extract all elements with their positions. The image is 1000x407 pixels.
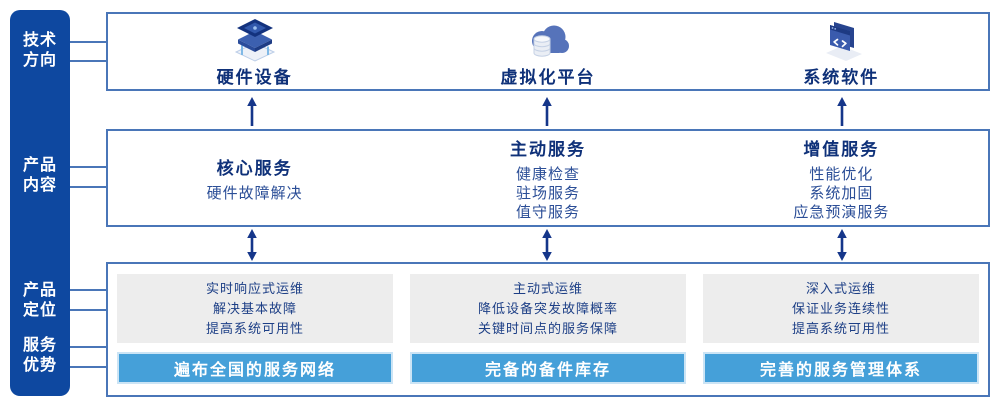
position-panel: 主动式运维 降低设备突发故障概率 关键时间点的服务保障	[410, 274, 686, 343]
sidebar-label-product-position: 产品 定位	[10, 281, 70, 321]
position-panel: 实时响应式运维 解决基本故障 提高系统可用性	[117, 274, 393, 343]
position-line: 解决基本故障	[212, 300, 297, 316]
position-panel: 深入式运维 保证业务连续性 提高系统可用性	[703, 274, 979, 343]
software-window-icon	[817, 16, 865, 62]
advantage-banner: 完善的服务管理体系	[703, 352, 979, 384]
cloud-database-icon	[524, 16, 572, 62]
product-content-box: 核心服务 硬件故障解决 主动服务 健康检查 驻场服务 值守服务 增值服务 性能优…	[106, 129, 990, 227]
connector-line	[70, 309, 106, 311]
double-arrow-icon	[835, 229, 849, 266]
product-position-box: 实时响应式运维 解决基本故障 提高系统可用性 遍布全国的服务网络 主动式运维 降…	[106, 262, 990, 397]
advantage-banner: 完备的备件库存	[410, 352, 686, 384]
position-line: 提高系统可用性	[791, 320, 890, 336]
position-line: 实时响应式运维	[205, 280, 304, 296]
connector-line	[70, 186, 106, 188]
content-item: 性能优化	[809, 165, 874, 183]
tech-item-label: 虚拟化平台	[500, 67, 596, 87]
advantage-banner: 遍布全国的服务网络	[117, 352, 393, 384]
connector-line	[70, 346, 106, 348]
sidebar-label-line: 方向	[22, 52, 57, 69]
sidebar-label-product-content: 产品 内容	[10, 156, 70, 196]
sidebar-label-line: 产品	[22, 157, 57, 174]
position-col-proactive: 主动式运维 降低设备突发故障概率 关键时间点的服务保障 完备的备件库存	[410, 274, 686, 395]
tech-item-label: 硬件设备	[216, 67, 293, 87]
double-arrow-icon	[540, 229, 554, 266]
content-col-title: 增值服务	[803, 139, 880, 159]
content-item: 值守服务	[515, 203, 580, 221]
up-arrow-icon	[835, 97, 849, 132]
position-col-realtime: 实时响应式运维 解决基本故障 提高系统可用性 遍布全国的服务网络	[117, 274, 393, 395]
sidebar: 技术 方向 产品 内容 产品 定位 服务 优势	[10, 10, 70, 396]
sidebar-label-line: 定位	[22, 302, 57, 319]
tech-item-virtualization: 虚拟化平台	[401, 14, 694, 89]
content-item: 系统加固	[809, 184, 874, 202]
tech-item-label: 系统软件	[803, 67, 880, 87]
connector-line	[70, 166, 106, 168]
sidebar-label-service-advantage: 服务 优势	[10, 336, 70, 376]
sidebar-label-line: 优势	[22, 357, 57, 374]
content-col-value-added-service: 增值服务 性能优化 系统加固 应急预演服务	[695, 131, 988, 225]
sidebar-label-tech-direction: 技术 方向	[10, 31, 70, 71]
content-col-proactive-service: 主动服务 健康检查 驻场服务 值守服务	[401, 131, 694, 225]
content-col-title: 主动服务	[509, 139, 586, 159]
double-arrow-icon	[245, 229, 259, 266]
content-item: 硬件故障解决	[206, 184, 303, 202]
position-line: 提高系统可用性	[205, 320, 304, 336]
sidebar-label-line: 技术	[22, 32, 57, 49]
position-line: 深入式运维	[805, 280, 876, 296]
position-col-deep: 深入式运维 保证业务连续性 提高系统可用性 完善的服务管理体系	[703, 274, 979, 395]
connector-line	[70, 366, 106, 368]
content-item: 健康检查	[515, 165, 580, 183]
content-item: 应急预演服务	[793, 203, 890, 221]
sidebar-label-line: 服务	[22, 337, 57, 354]
sidebar-label-line: 产品	[22, 282, 57, 299]
hardware-stack-icon	[231, 16, 279, 62]
content-col-title: 核心服务	[216, 158, 293, 178]
connector-line	[70, 289, 106, 291]
position-line: 主动式运维	[512, 280, 583, 296]
position-line: 降低设备突发故障概率	[477, 300, 618, 316]
connector-line	[70, 41, 106, 43]
position-line: 关键时间点的服务保障	[477, 320, 618, 336]
content-item: 驻场服务	[515, 184, 580, 202]
content-col-core-service: 核心服务 硬件故障解决	[108, 131, 401, 225]
up-arrow-icon	[540, 97, 554, 132]
connector-line	[70, 60, 106, 62]
tech-item-hardware: 硬件设备	[108, 14, 401, 89]
up-arrow-icon	[245, 97, 259, 132]
tech-item-system-software: 系统软件	[695, 14, 988, 89]
position-line: 保证业务连续性	[791, 300, 890, 316]
sidebar-label-line: 内容	[22, 177, 57, 194]
tech-direction-box: 硬件设备 虚拟化平台	[106, 12, 990, 91]
